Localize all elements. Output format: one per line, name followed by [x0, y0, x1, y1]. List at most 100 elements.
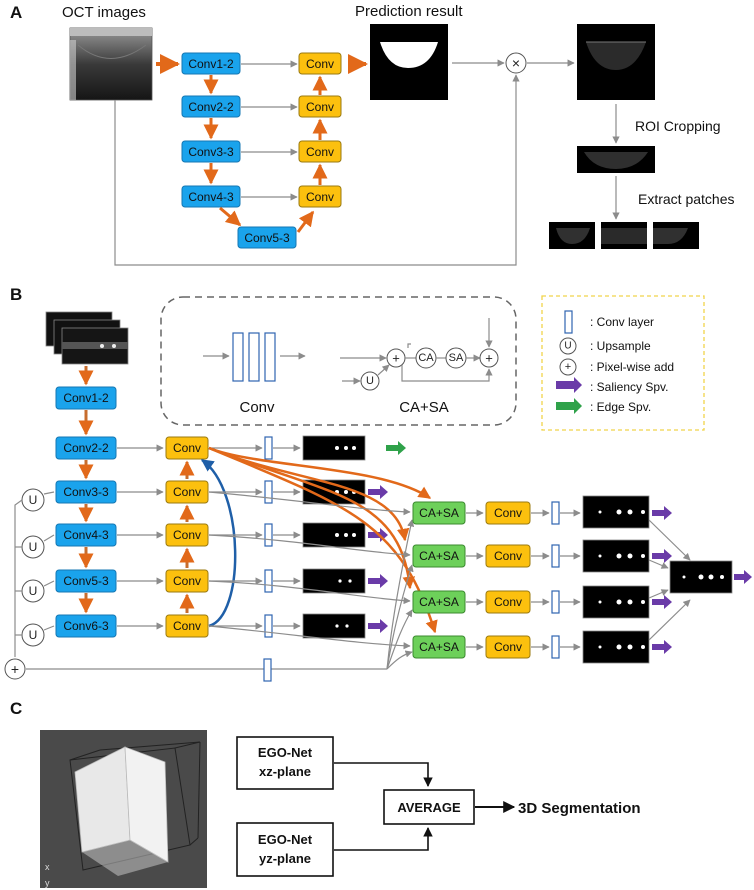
casa-block-3 — [412, 590, 466, 614]
masked-oct-image — [577, 24, 655, 100]
casa-block-2 — [412, 544, 466, 568]
panel-b-conv6-3-label: Conv6-3 — [63, 619, 109, 633]
legend-add-text: : Pixel-wise add — [590, 360, 674, 374]
panel-a-down-arrow-4 — [219, 206, 242, 227]
side-conv-2-label: Conv — [173, 485, 201, 499]
panel-b-conv2-2 — [55, 436, 117, 460]
inset-u-to-add — [377, 364, 390, 376]
u2-link — [43, 534, 55, 542]
upsample-collect-line — [14, 499, 23, 657]
saliency-spv-arrow-3 — [368, 574, 388, 588]
legend-upsample-icon — [559, 337, 577, 355]
side-5-conv-layer — [264, 614, 273, 638]
panel-b-conv2-2-label: Conv2-2 — [63, 441, 109, 455]
legend-add-symbol: + — [565, 361, 571, 373]
panel-a-dec-conv-3 — [298, 140, 342, 163]
inset-skip-bottom — [401, 365, 493, 382]
side-conv-4-label: Conv — [173, 574, 201, 588]
global-add-node — [4, 658, 26, 680]
upsample-3-symbol: U — [29, 584, 38, 598]
panel-a-up-arrow-1 — [296, 210, 315, 233]
refine-conv-2 — [485, 544, 531, 568]
panel-b-conv3-3-label: Conv3-3 — [63, 485, 109, 499]
edge-spv-arrow — [386, 441, 406, 455]
volume-render: x y — [40, 730, 207, 888]
legend-conv-layer-text: : Conv layer — [590, 315, 654, 329]
orange-arrow-casa-3 — [208, 446, 416, 590]
panel-a-dec-conv-3-label: Conv — [306, 145, 334, 159]
inset-skip-top — [407, 343, 411, 348]
legend-upsample-symbol: U — [564, 341, 571, 352]
legend-add-icon — [559, 358, 577, 376]
prediction-result-label: Prediction result — [355, 3, 463, 20]
casa-blocks: CA+SA CA+SA CA+SA CA+SA — [412, 501, 466, 659]
legend-upsample-text: : Upsample — [590, 339, 651, 353]
upsample-4-symbol: U — [29, 628, 38, 642]
oct-image-stack — [69, 27, 153, 101]
refine-spv-arrow-1 — [652, 506, 672, 520]
panel-a-conv4-3 — [181, 185, 241, 208]
average-label: AVERAGE — [397, 800, 461, 815]
legend-conv-layer-icon — [564, 310, 573, 334]
axis-y-label: y — [45, 878, 50, 888]
panel-a-dec-conv-2-label: Conv — [306, 100, 334, 114]
refine-map-3 — [582, 585, 650, 619]
panel-b-conv1-2-label: Conv1-2 — [63, 391, 109, 405]
inset-conv-layer-1 — [232, 332, 244, 382]
inset-casa-title: CA+SA — [399, 399, 449, 416]
panel-b-input-stack — [45, 311, 129, 365]
axis-x-label: x — [45, 862, 50, 872]
orange-arrow-casa-1 — [208, 446, 432, 500]
panel-a-conv2-2 — [181, 95, 241, 118]
casa-block-4 — [412, 635, 466, 659]
refine-layer-4 — [551, 635, 560, 659]
side-4-conv-layer — [264, 569, 273, 593]
average-box — [383, 789, 475, 825]
panel-b-upsample-nodes: U U U U + — [4, 488, 45, 680]
refine-map-2 — [582, 539, 650, 573]
side-conv-3-label: Conv — [173, 528, 201, 542]
egonet-xz-line1: EGO-Net — [258, 745, 313, 760]
side-map-5 — [302, 613, 366, 639]
refine-spv-arrow-2 — [652, 549, 672, 563]
fuse-line-1 — [648, 519, 691, 561]
fuse-line-2 — [648, 559, 669, 569]
inset-add-1-symbol: + — [392, 351, 400, 366]
panel-a-conv1-2 — [181, 52, 241, 75]
refine-conv-3 — [485, 590, 531, 614]
skip-input-to-multiply — [114, 74, 520, 266]
panel-a-decoder: Conv Conv Conv Conv — [298, 52, 342, 208]
panel-b-conv3-3 — [55, 480, 117, 504]
legend-edge-arrow-icon — [556, 398, 582, 414]
refine-conv-1-label: Conv — [494, 506, 522, 520]
fuse-line-4 — [648, 599, 691, 641]
side-conv-5 — [165, 614, 209, 638]
inset-conv-title: Conv — [239, 399, 275, 416]
refine-conv-1 — [485, 501, 531, 525]
refine-spv-arrow-4 — [652, 640, 672, 654]
panel-c-letter: C — [10, 699, 22, 718]
egonet-xz-line2: xz-plane — [259, 764, 311, 779]
multiply-symbol: × — [512, 55, 520, 71]
upsample-2-symbol: U — [29, 540, 38, 554]
casa-block-1 — [412, 501, 466, 525]
roi-cropping-label: ROI Cropping — [635, 118, 721, 134]
egonet-yz-box — [236, 822, 334, 877]
panel-a-dec-conv-4 — [298, 185, 342, 208]
inset-upsample-node — [360, 371, 380, 391]
global-add-symbol: + — [11, 661, 19, 677]
panel-b-side-convs: Conv Conv Conv Conv Conv — [165, 436, 209, 638]
panel-b-conv5-3 — [55, 569, 117, 593]
panel-b-conv1-2 — [55, 386, 117, 410]
panel-a-dec-conv-1 — [298, 52, 342, 75]
panel-a-dec-conv-2 — [298, 95, 342, 118]
refine-conv-3-label: Conv — [494, 595, 522, 609]
inset-sa-label: SA — [449, 352, 464, 364]
panel-a-letter: A — [10, 3, 22, 22]
egonet-xz-box — [236, 736, 334, 790]
upsample-1-symbol: U — [29, 493, 38, 507]
saliency-spv-arrow-1 — [368, 485, 388, 499]
casa-block-1-label: CA+SA — [419, 506, 459, 520]
side-conv-2 — [165, 480, 209, 504]
panel-a-dec-conv-1-label: Conv — [306, 57, 334, 71]
